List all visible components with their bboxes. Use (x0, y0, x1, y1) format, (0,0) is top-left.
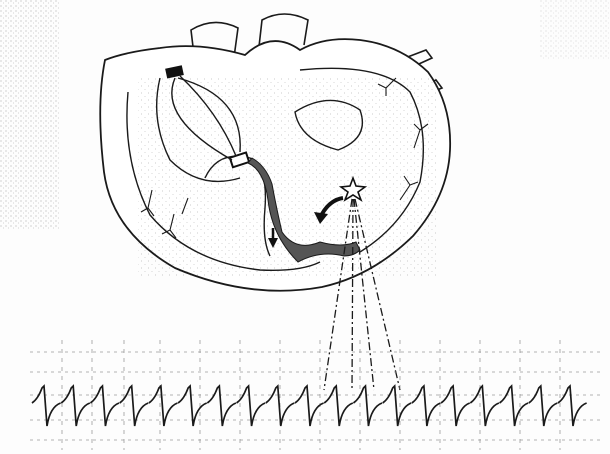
ecg-complex (178, 386, 207, 426)
ecg-complex (32, 386, 61, 426)
ecg-complex (207, 386, 236, 426)
ecg-complex (500, 386, 529, 426)
ecg-complex (324, 386, 353, 426)
ecg-grid (30, 340, 600, 450)
ecg-complex (383, 386, 412, 426)
ecg-complex (149, 386, 178, 426)
ecg-complex (353, 386, 382, 426)
ecg-complex (529, 386, 558, 426)
